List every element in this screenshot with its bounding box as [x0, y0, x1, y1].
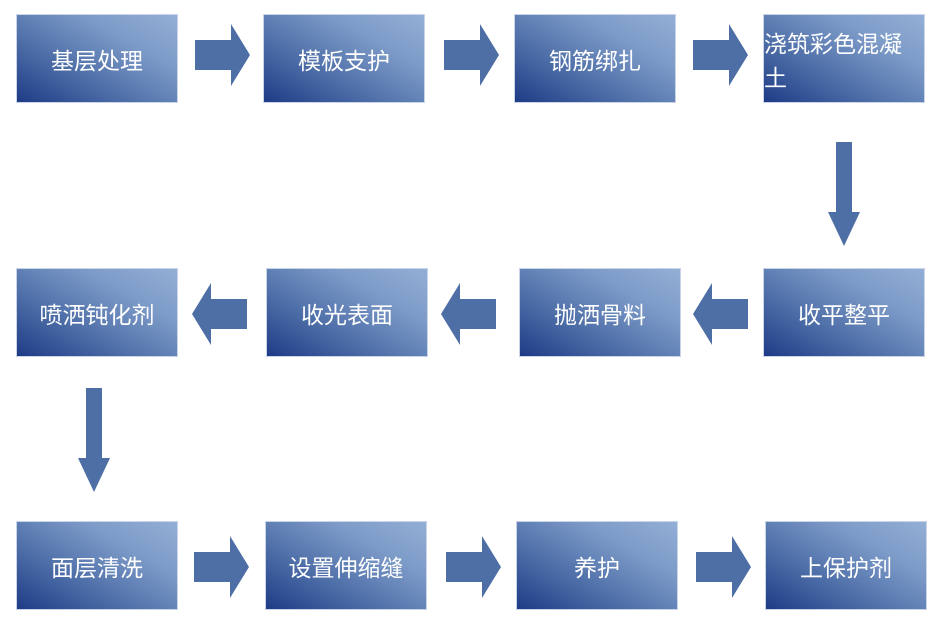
step-box: 基层处理: [16, 14, 178, 103]
arrow-left-icon: [441, 283, 496, 345]
arrow-left-icon: [192, 283, 247, 345]
step-box: 模板支护: [263, 14, 425, 103]
step-box: 喷洒钝化剂: [16, 268, 178, 357]
step-box: 上保护剂: [765, 521, 927, 610]
arrow-right-icon: [194, 536, 249, 598]
step-box: 设置伸缩缝: [265, 521, 427, 610]
step-box: 浇筑彩色混凝土: [763, 14, 925, 103]
arrow-left-icon: [693, 283, 748, 345]
step-box: 收平整平: [763, 268, 925, 357]
arrow-down-icon: [78, 388, 110, 492]
step-label: 模板支护: [298, 48, 390, 75]
step-label: 抛洒骨料: [554, 302, 646, 329]
step-label: 基层处理: [51, 48, 143, 75]
step-label: 钢筋绑扎: [549, 48, 641, 75]
step-label: 喷洒钝化剂: [39, 302, 155, 329]
step-label: 设置伸缩缝: [288, 555, 404, 582]
step-box: 养护: [516, 521, 678, 610]
step-label: 养护: [574, 555, 620, 582]
arrow-right-icon: [446, 536, 501, 598]
step-label: 上保护剂: [800, 555, 892, 582]
arrow-right-icon: [444, 24, 499, 86]
step-box: 钢筋绑扎: [514, 14, 676, 103]
arrow-right-icon: [195, 24, 250, 86]
arrow-down-icon: [828, 142, 860, 246]
step-label: 收光表面: [301, 302, 393, 329]
step-box: 收光表面: [266, 268, 428, 357]
step-box: 面层清洗: [16, 521, 178, 610]
step-box: 抛洒骨料: [519, 268, 681, 357]
step-label: 面层清洗: [51, 555, 143, 582]
step-label: 收平整平: [798, 302, 890, 329]
step-label: 浇筑彩色混凝土: [764, 31, 902, 92]
arrow-right-icon: [696, 536, 751, 598]
arrow-right-icon: [693, 24, 748, 86]
